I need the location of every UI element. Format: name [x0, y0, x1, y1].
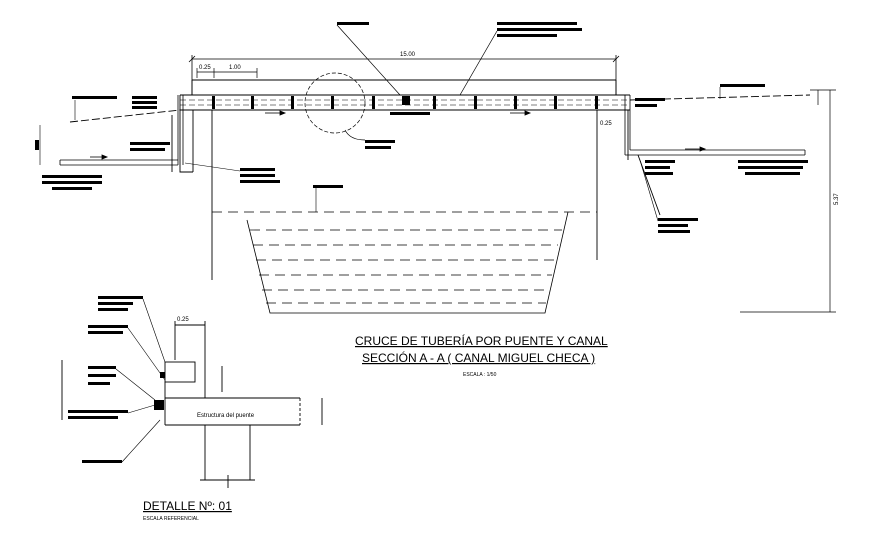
detail-leaders: [115, 298, 166, 463]
section-title-line1: CRUCE DE TUBERÍA POR PUENTE Y CANAL: [355, 333, 608, 348]
detail-callout-label: [365, 140, 395, 143]
detail-callout-leader: [344, 129, 366, 141]
top-leaders: [336, 24, 498, 96]
top-annotations: [337, 22, 582, 115]
section-title-line2: SECCIÓN A - A ( CANAL MIGUEL CHECA ): [362, 350, 595, 365]
left-pipe: [59, 95, 184, 166]
right-pipe: [624, 95, 806, 156]
detail-scale: ESCALA REFERENCIAL: [143, 516, 199, 522]
support-offset-label: 0.25: [199, 65, 211, 71]
bridge-deck: [180, 79, 630, 111]
detail-title: DETALLE Nº: 01: [143, 499, 232, 513]
support-spacing-label: 1.00: [229, 65, 241, 71]
flow-arrows: [90, 110, 707, 160]
left-annotations: [35, 96, 280, 190]
pipe-supports: [212, 96, 598, 109]
left-abutment: [69, 95, 213, 280]
right-abutment: [596, 94, 811, 260]
detail-callout-circle: [304, 72, 366, 134]
right-offset-label: 0.25: [600, 121, 612, 127]
overall-span-label: 15.00: [400, 52, 416, 58]
detail-annotations: [68, 296, 165, 463]
detail-bridge-structure: Estructura del puente: [197, 413, 255, 419]
detail-drawing: [61, 321, 323, 488]
total-height-label: 5.37: [834, 193, 840, 205]
section-scale: ESCALA : 1/50: [463, 372, 497, 378]
detail-dim-top: 0.25: [177, 317, 189, 323]
overall-dimension: [188, 55, 620, 95]
canal-water-lines: [250, 229, 562, 304]
total-height-dimension: [740, 89, 836, 313]
support-spacing-dimension: [196, 68, 258, 78]
canal-section: [212, 211, 597, 314]
detail-callout-label-line2: [365, 146, 391, 149]
right-annotations: [313, 84, 808, 233]
left-leaders: [39, 100, 241, 172]
right-leaders: [315, 87, 721, 222]
